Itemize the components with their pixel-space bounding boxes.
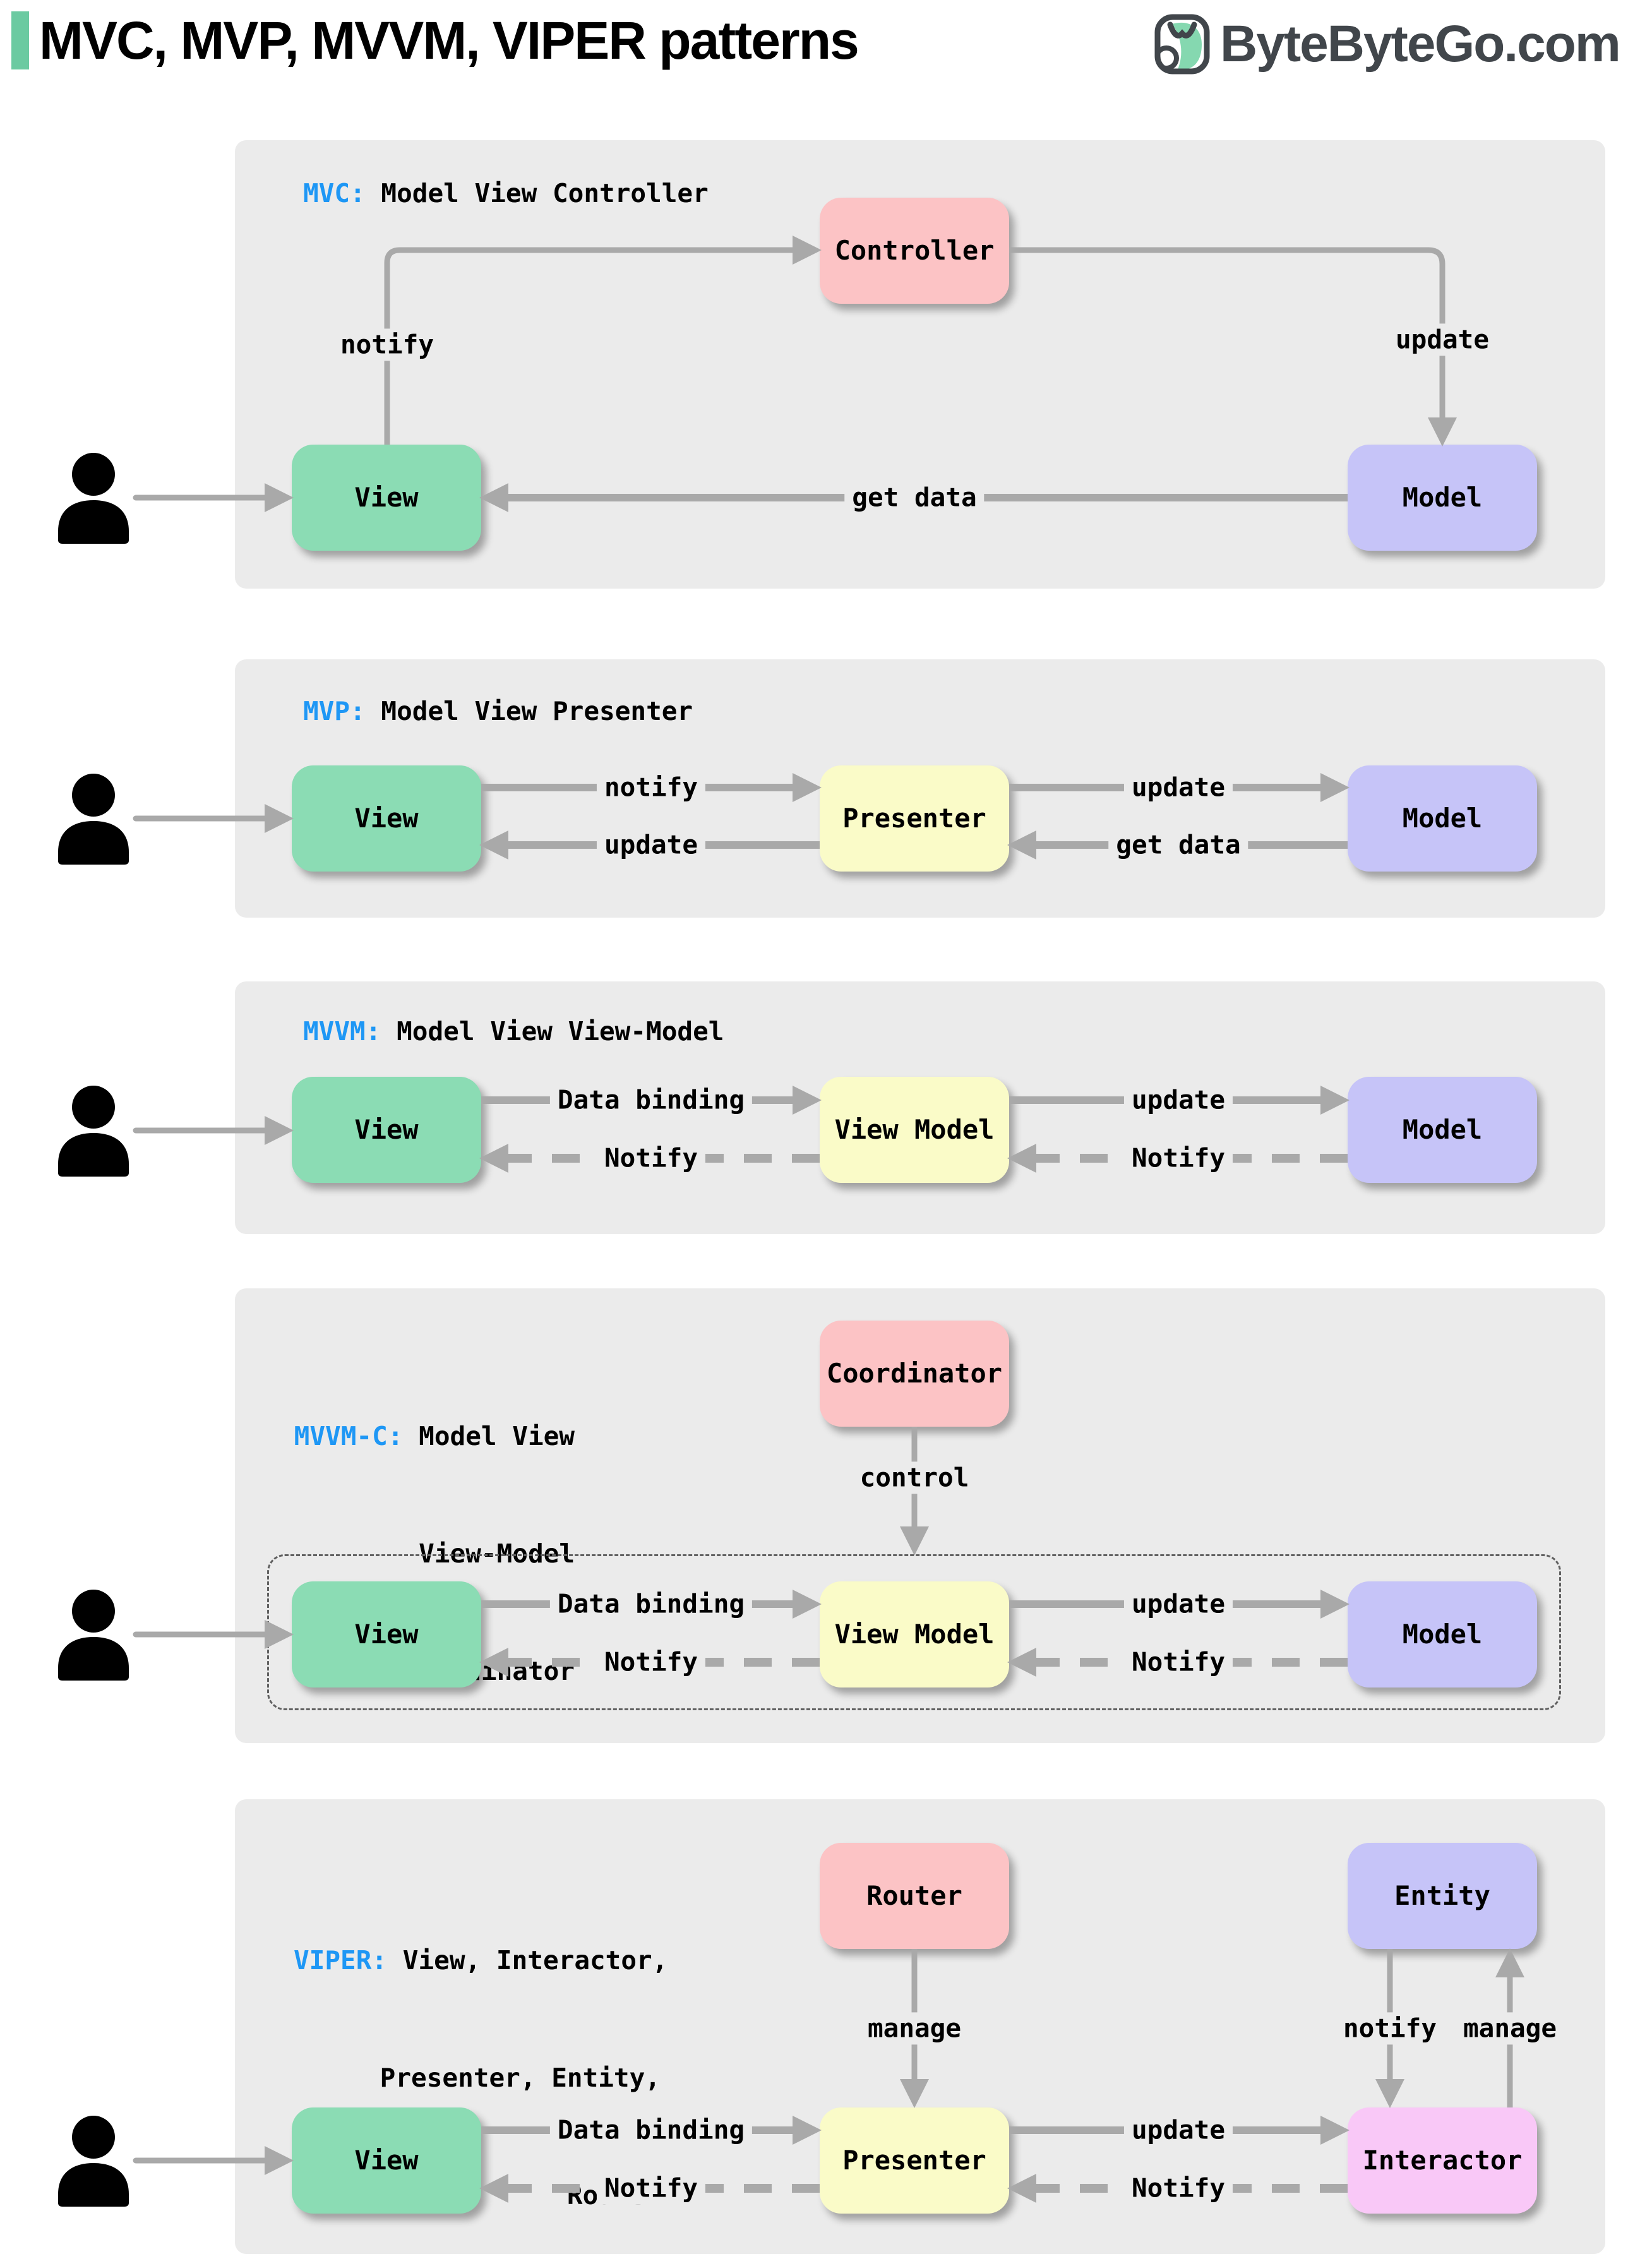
viper-label-line1: VIPER: View, Interactor, (294, 1941, 667, 1980)
mvp-presenter-box: Presenter (820, 765, 1009, 872)
mvp-panel: MVP: Model View Presenter View Presenter… (235, 659, 1605, 918)
mvc-abbr: MVC: (303, 178, 366, 208)
mvc-notify-label: notify (332, 328, 442, 361)
page-title: MVC, MVP, MVVM, VIPER patterns (39, 11, 859, 70)
mvp-notify-label: notify (596, 771, 706, 804)
mvvmc-model-box: Model (1348, 1581, 1537, 1688)
mvvm-abbr: MVVM: (303, 1016, 381, 1046)
mvp-model-box: Model (1348, 765, 1537, 872)
mvvm-model-box: Model (1348, 1077, 1537, 1183)
user-icon (58, 1590, 129, 1681)
user-icon (58, 1086, 129, 1177)
mvvmc-view-model-box: View Model (820, 1581, 1009, 1688)
mvc-update-label: update (1387, 323, 1497, 356)
mvc-model-box: Model (1348, 445, 1537, 551)
logo-wordmark: ByteByteGo.com (1220, 15, 1621, 73)
viper-manage-entity-label: manage (1455, 2012, 1565, 2045)
user-icon (58, 453, 129, 544)
mvvmc-control-label: control (852, 1461, 977, 1494)
viper-notify-presenter-label: Notify (1123, 2172, 1233, 2205)
mvp-update-model-label: update (1123, 771, 1233, 804)
mvc-get-data-label: get data (844, 481, 985, 514)
viper-notify-entity-label: notify (1335, 2012, 1445, 2045)
viper-router-box: Router (820, 1843, 1009, 1949)
mvp-update-view-label: update (596, 829, 706, 861)
viper-interactor-box: Interactor (1348, 2107, 1537, 2214)
mvvm-label-rest: Model View View-Model (381, 1016, 724, 1046)
viper-presenter-box: Presenter (820, 2107, 1009, 2214)
mvvm-data-binding-label: Data binding (549, 1084, 753, 1117)
mvvmc-label-line2: View-Model (419, 1538, 575, 1569)
viper-entity-box: Entity (1348, 1843, 1537, 1949)
mvvm-view-model-box: View Model (820, 1077, 1009, 1183)
mvp-view-box: View (292, 765, 481, 872)
mvvm-update-label: update (1123, 1084, 1233, 1117)
mvvmc-notify-view-label: Notify (596, 1646, 706, 1679)
mvp-section-label: MVP: Model View Presenter (303, 692, 693, 731)
title-accent-bar (11, 11, 29, 69)
mvvm-section-label: MVVM: Model View View-Model (303, 1012, 724, 1051)
viper-abbr: VIPER: (294, 1945, 388, 1975)
mvvm-panel: MVVM: Model View View-Model View View Mo… (235, 981, 1605, 1234)
viper-data-binding-label: Data binding (549, 2114, 753, 2147)
mvc-controller-box: Controller (820, 198, 1009, 304)
mvvm-view-box: View (292, 1077, 481, 1183)
viper-view-box: View (292, 2107, 481, 2214)
mvvmc-label-rest1: Model View (403, 1421, 575, 1451)
user-icon (58, 774, 129, 865)
mvvm-notify-vm-label: Notify (1123, 1142, 1233, 1175)
user-icon (58, 2116, 129, 2207)
viper-notify-view-label: Notify (596, 2172, 706, 2205)
mvc-panel: MVC: Model View Controller Controller Vi… (235, 140, 1605, 589)
mvvmc-data-binding-label: Data binding (549, 1588, 753, 1621)
mvp-label-rest: Model View Presenter (365, 696, 693, 726)
mvvmc-update-label: update (1123, 1588, 1233, 1621)
mvp-abbr: MVP: (303, 696, 366, 726)
viper-label-rest1: View, Interactor, (387, 1945, 668, 1975)
mvp-get-data-label: get data (1108, 829, 1248, 861)
viper-update-label: update (1123, 2114, 1233, 2147)
mvvmc-label-line1: MVVM-C: Model View (290, 1417, 575, 1456)
mvvmc-notify-vm-label: Notify (1123, 1646, 1233, 1679)
mvvm-notify-view-label: Notify (596, 1142, 706, 1175)
mvvmc-view-box: View (292, 1581, 481, 1688)
mvc-label-rest: Model View Controller (365, 178, 709, 208)
mvvmc-abbr: MVVM-C: (294, 1421, 404, 1451)
mvc-section-label: MVC: Model View Controller (303, 174, 709, 213)
mvc-view-box: View (292, 445, 481, 551)
mvvmc-coordinator-box: Coordinator (820, 1321, 1009, 1427)
viper-label-line2: Presenter, Entity, (380, 2063, 661, 2093)
bytebytego-bird-icon (1154, 14, 1210, 75)
mvvmc-panel: MVVM-C: Model View View-Model Coordinato… (235, 1288, 1605, 1743)
viper-manage-router-label: manage (859, 2012, 969, 2045)
